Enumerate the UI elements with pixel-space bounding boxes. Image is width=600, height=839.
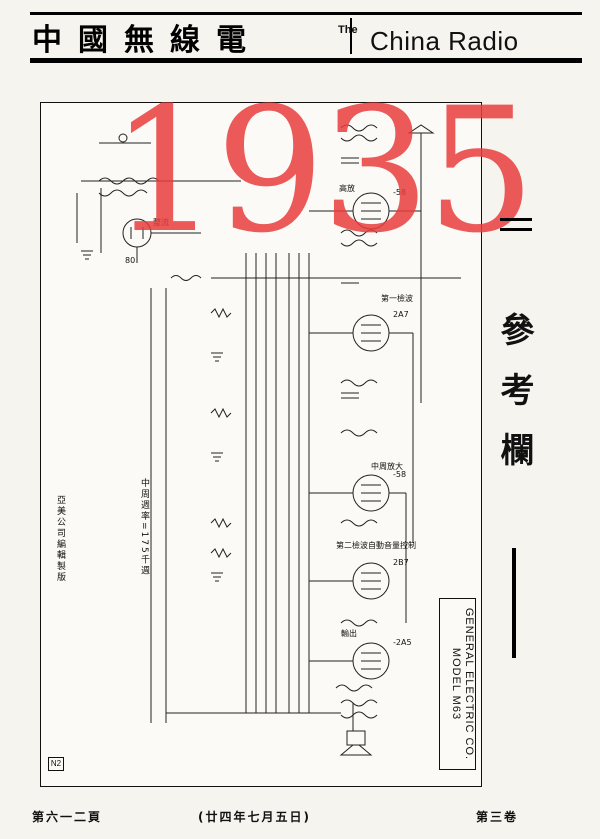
tube-label: 2B7 bbox=[393, 558, 409, 567]
section-label: 中周放大 bbox=[371, 461, 403, 471]
masthead-english-title: China Radio bbox=[370, 26, 519, 56]
section-label: 整流 bbox=[153, 217, 169, 227]
column-title: 參考欄 bbox=[494, 312, 534, 492]
publisher-credit: 亞美公司編輯製版 bbox=[55, 495, 65, 583]
tube-label: -58 bbox=[393, 470, 406, 479]
masthead-the: The bbox=[338, 24, 358, 36]
masthead-bottom-rule bbox=[30, 58, 582, 63]
column-title-rule-top2 bbox=[500, 228, 532, 231]
section-label: 第二檢波自動音量控制 bbox=[336, 540, 416, 550]
section-label: 第一檢波 bbox=[381, 293, 413, 303]
footer-date: (廿四年七月五日) bbox=[198, 810, 311, 824]
tube-label: -2A5 bbox=[393, 638, 412, 647]
masthead-chinese-title: 中國無線電 bbox=[32, 23, 262, 58]
footer-page-number: 第六一二頁 bbox=[32, 810, 103, 824]
section-label: 高放 bbox=[339, 183, 355, 193]
tube-label: 2A7 bbox=[393, 310, 409, 319]
manufacturer-name: GENERAL ELECTRIC CO. bbox=[463, 607, 475, 761]
ground-icon bbox=[81, 250, 93, 260]
schematic-plate: -58 2A7 -58 2B7 -2A5 80 高放 第一檢波 中周放大 第二檢… bbox=[40, 102, 482, 787]
power-plug-icon bbox=[118, 133, 128, 143]
model-number: MODEL M63 bbox=[450, 647, 462, 721]
section-label: 輸出 bbox=[341, 628, 357, 638]
column-title-rule-bottom bbox=[512, 548, 516, 658]
intermediate-frequency-note: 中周週率=175千週 bbox=[139, 478, 149, 577]
schematic-diagram: -58 2A7 -58 2B7 -2A5 80 高放 第一檢波 中周放大 第二檢… bbox=[76, 124, 461, 756]
tube-label: 80 bbox=[125, 256, 135, 265]
column-title-rule-top bbox=[500, 218, 532, 221]
footer-volume: 第三卷 bbox=[476, 810, 519, 824]
plate-mark: N2 bbox=[48, 757, 64, 771]
filter-choke-icon bbox=[170, 275, 202, 281]
masthead-separator bbox=[350, 18, 352, 54]
masthead-top-rule bbox=[30, 12, 582, 15]
tube-label: -58 bbox=[393, 188, 406, 197]
model-caption-box: GENERAL ELECTRIC CO. MODEL M63 bbox=[439, 598, 476, 770]
year-stamp: 1935 bbox=[110, 70, 536, 271]
speaker-icon bbox=[346, 730, 366, 746]
